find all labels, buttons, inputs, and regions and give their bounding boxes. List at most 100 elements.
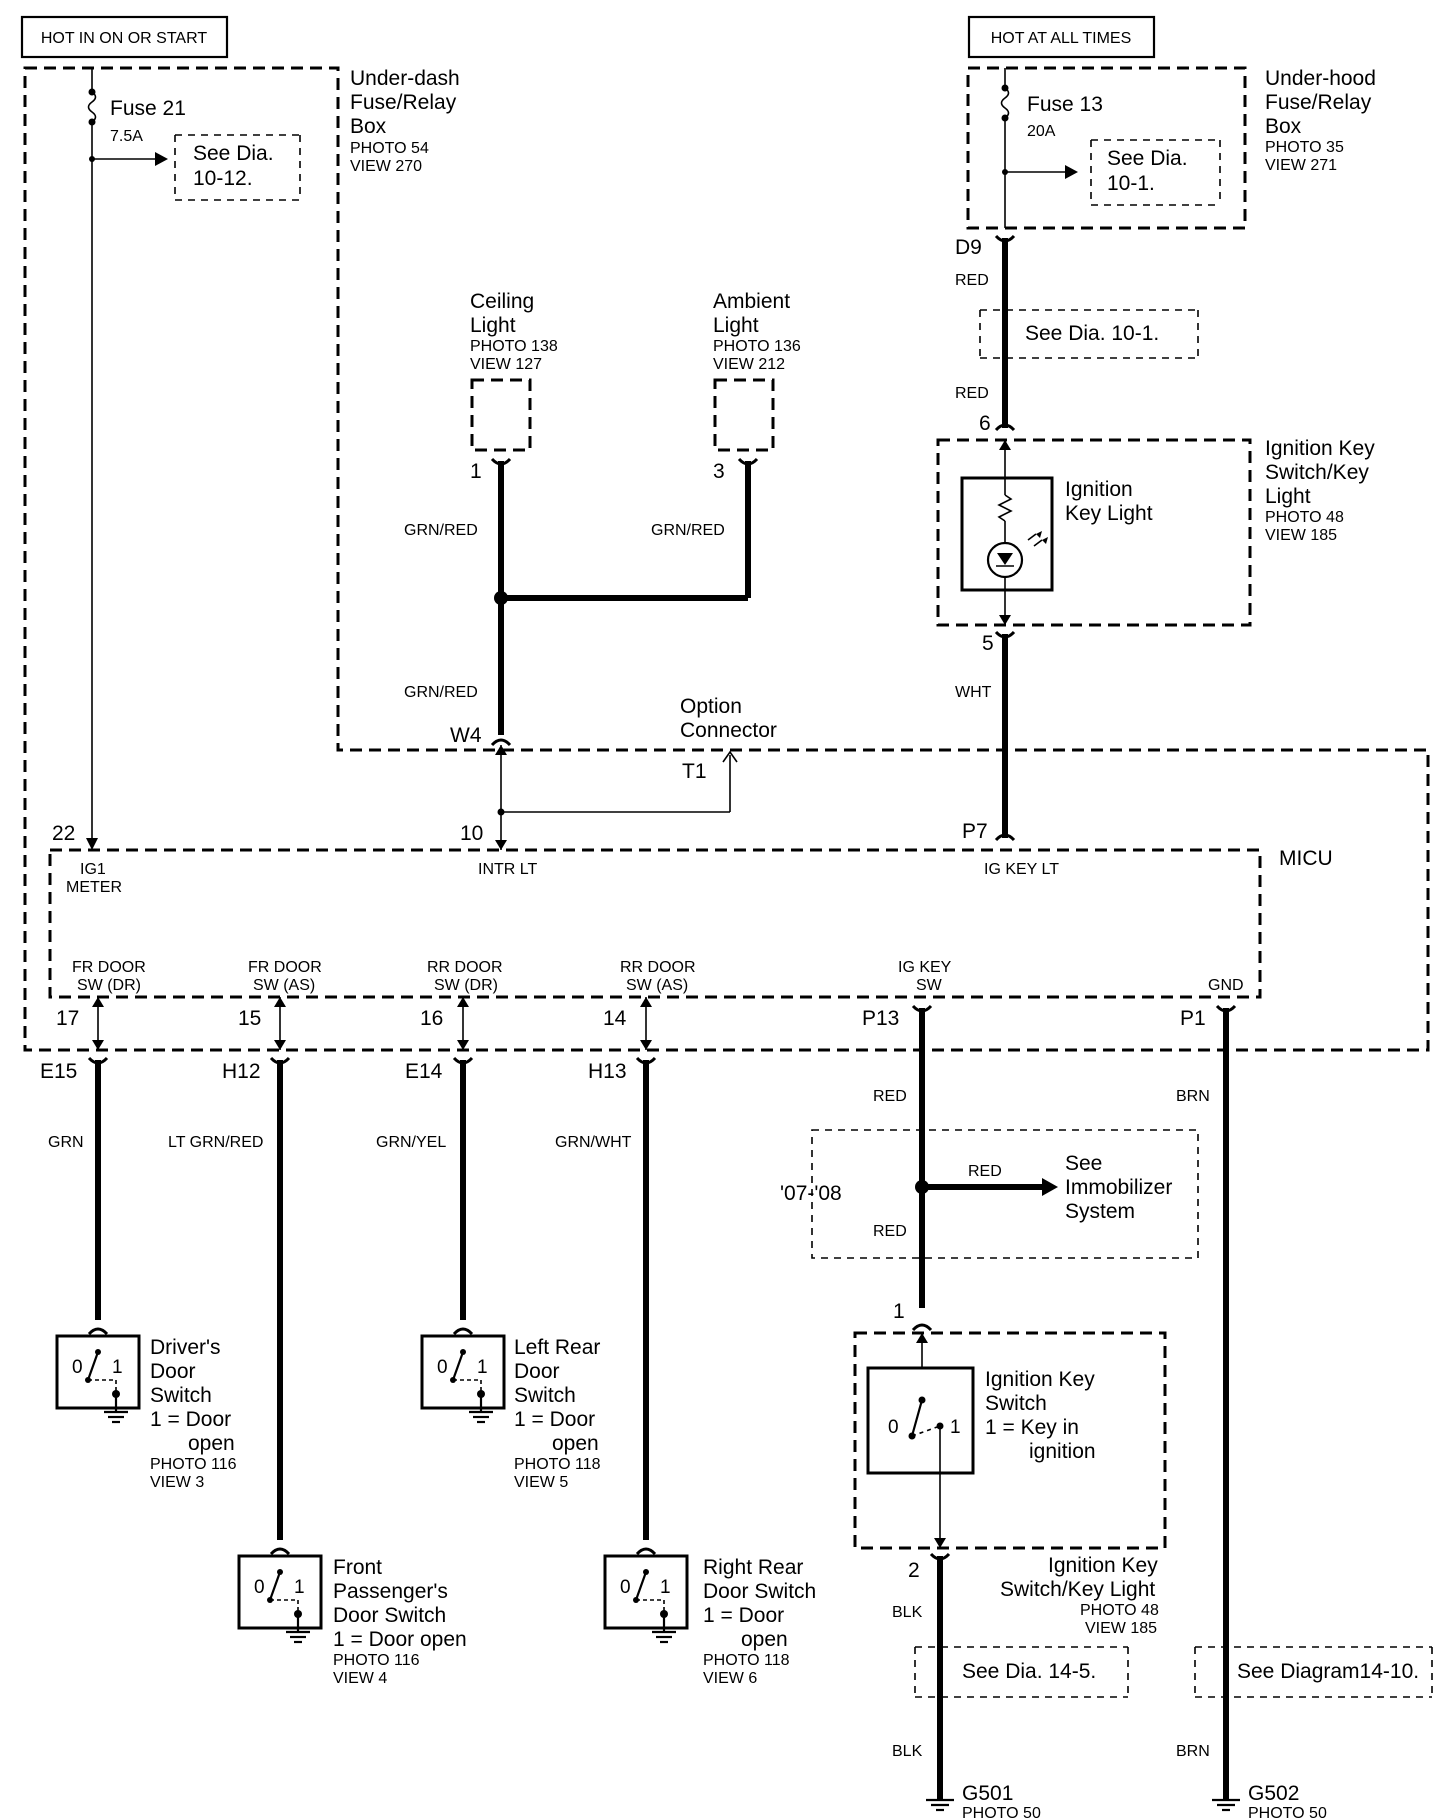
- ceiling-light: Ceiling Light PHOTO 138 VIEW 127 1 GRN/R…: [404, 290, 558, 735]
- svg-text:1 = Door open: 1 = Door open: [333, 1628, 467, 1651]
- svg-text:'07-'08: '07-'08: [780, 1182, 842, 1205]
- svg-text:RR DOOR: RR DOOR: [427, 959, 503, 976]
- svg-text:FR DOOR: FR DOOR: [248, 959, 322, 976]
- svg-text:PHOTO 54: PHOTO 54: [350, 140, 429, 157]
- fuse-13-name: Fuse 13: [1027, 93, 1103, 116]
- underhood-box-label: Under-hood Fuse/Relay Box PHOTO 35 VIEW …: [1265, 67, 1376, 174]
- svg-text:1: 1: [660, 1577, 671, 1598]
- gnd-see-diagram: See Diagram14-10. BRN: [1176, 1646, 1433, 1760]
- underdash-fuse-box-outline: [23, 66, 1430, 1052]
- svg-text:10-1.: 10-1.: [1107, 172, 1155, 195]
- svg-text:10-12.: 10-12.: [193, 167, 253, 190]
- svg-text:22: 22: [52, 822, 75, 845]
- svg-text:Connector: Connector: [680, 719, 777, 742]
- svg-text:Immobilizer: Immobilizer: [1065, 1176, 1172, 1199]
- svg-text:H13: H13: [588, 1060, 627, 1083]
- svg-text:Light: Light: [1265, 485, 1311, 508]
- svg-text:Box: Box: [350, 115, 387, 138]
- svg-text:Ignition Key: Ignition Key: [1265, 437, 1375, 460]
- svg-text:open: open: [552, 1432, 599, 1455]
- svg-text:SW (AS): SW (AS): [626, 977, 688, 994]
- fuse-13-rating: 20A: [1027, 123, 1056, 140]
- svg-text:ignition: ignition: [1029, 1440, 1096, 1463]
- svg-text:INTR LT: INTR LT: [478, 861, 537, 878]
- svg-text:PHOTO 116: PHOTO 116: [150, 1456, 237, 1473]
- svg-text:15: 15: [238, 1007, 261, 1030]
- drivers-door-switch: 0 1 Driver's Door Switch 1 = Door open P…: [55, 1327, 237, 1491]
- svg-text:Under-dash: Under-dash: [350, 67, 460, 90]
- svg-text:0: 0: [254, 1577, 265, 1598]
- svg-text:PHOTO 136: PHOTO 136: [713, 338, 801, 355]
- svg-text:2: 2: [908, 1559, 920, 1582]
- svg-text:PHOTO 118: PHOTO 118: [514, 1456, 601, 1473]
- svg-text:Door: Door: [514, 1360, 560, 1383]
- svg-text:1: 1: [893, 1300, 905, 1323]
- svg-text:P1: P1: [1180, 1007, 1206, 1030]
- svg-text:Under-hood: Under-hood: [1265, 67, 1376, 90]
- svg-text:SW (DR): SW (DR): [434, 977, 498, 994]
- svg-text:See Dia.: See Dia.: [1107, 147, 1188, 170]
- svg-text:HOT IN ON OR START: HOT IN ON OR START: [41, 30, 207, 47]
- svg-text:Ignition Key: Ignition Key: [985, 1368, 1095, 1391]
- svg-text:Switch: Switch: [150, 1384, 212, 1407]
- svg-text:Ceiling: Ceiling: [470, 290, 534, 313]
- svg-text:VIEW 212: VIEW 212: [713, 356, 785, 373]
- svg-text:GRN/YEL: GRN/YEL: [376, 1134, 446, 1151]
- svg-text:RED: RED: [968, 1163, 1002, 1180]
- svg-text:IG KEY LT: IG KEY LT: [984, 861, 1059, 878]
- svg-text:Ignition: Ignition: [1065, 478, 1133, 501]
- underhood-fuse-box-outline: [966, 66, 1247, 230]
- svg-text:BRN: BRN: [1176, 1088, 1210, 1105]
- svg-text:P7: P7: [962, 820, 988, 843]
- svg-text:BLK: BLK: [892, 1743, 923, 1760]
- svg-text:open: open: [188, 1432, 235, 1455]
- svg-text:Door Switch: Door Switch: [333, 1604, 446, 1627]
- svg-text:5: 5: [982, 632, 994, 655]
- fuse-21: Fuse 21 7.5A: [86, 68, 186, 850]
- see-dia-10-1-wire: See Dia. 10-1.: [979, 309, 1199, 359]
- micu-top-pins: 22 IG1 METER 10 INTR LT IG KEY LT: [52, 822, 1059, 896]
- svg-text:Driver's: Driver's: [150, 1336, 221, 1359]
- svg-text:PHOTO 50: PHOTO 50: [1248, 1805, 1327, 1820]
- svg-text:IG1: IG1: [80, 861, 106, 878]
- svg-text:Switch: Switch: [514, 1384, 576, 1407]
- svg-text:1 = Door: 1 = Door: [514, 1408, 595, 1431]
- svg-text:LT GRN/RED: LT GRN/RED: [168, 1134, 263, 1151]
- svg-text:SW: SW: [916, 977, 943, 994]
- svg-text:open: open: [741, 1628, 788, 1651]
- svg-text:G502: G502: [1248, 1782, 1299, 1805]
- svg-text:PHOTO 116: PHOTO 116: [333, 1652, 420, 1669]
- svg-text:RED: RED: [955, 385, 989, 402]
- svg-text:0: 0: [72, 1357, 83, 1378]
- svg-text:RR DOOR: RR DOOR: [620, 959, 696, 976]
- ground-g501: G501 PHOTO 50: [926, 1782, 1041, 1820]
- svg-text:RED: RED: [873, 1223, 907, 1240]
- svg-text:GRN/RED: GRN/RED: [651, 522, 725, 539]
- svg-text:Box: Box: [1265, 115, 1302, 138]
- svg-text:PHOTO 50: PHOTO 50: [962, 1805, 1041, 1820]
- svg-text:GND: GND: [1208, 977, 1244, 994]
- svg-text:SW (AS): SW (AS): [253, 977, 315, 994]
- svg-text:BRN: BRN: [1176, 1743, 1210, 1760]
- svg-text:Right Rear: Right Rear: [703, 1556, 803, 1579]
- svg-text:VIEW 185: VIEW 185: [1085, 1620, 1157, 1637]
- svg-text:PHOTO 48: PHOTO 48: [1080, 1602, 1159, 1619]
- ground-g502: G502 PHOTO 50: [1212, 1782, 1327, 1820]
- svg-text:P13: P13: [862, 1007, 899, 1030]
- svg-text:HOT AT ALL TIMES: HOT AT ALL TIMES: [991, 30, 1132, 47]
- svg-text:VIEW 6: VIEW 6: [703, 1670, 757, 1687]
- svg-text:See Dia. 10-1.: See Dia. 10-1.: [1025, 322, 1159, 345]
- svg-text:1: 1: [112, 1357, 123, 1378]
- junction-wire-label: GRN/RED: [404, 684, 478, 701]
- key-light-circuit: D9 RED See Dia. 10-1. RED 6 Ignition Key…: [936, 234, 1375, 843]
- svg-text:1 = Key in: 1 = Key in: [985, 1416, 1079, 1439]
- svg-text:PHOTO 48: PHOTO 48: [1265, 509, 1344, 526]
- svg-text:See Dia. 14-5.: See Dia. 14-5.: [962, 1660, 1096, 1683]
- svg-text:IG KEY: IG KEY: [898, 959, 952, 976]
- right-rear-door-switch: 0 1 Right Rear Door Switch 1 = Door open…: [603, 1547, 816, 1687]
- svg-text:WHT: WHT: [955, 684, 992, 701]
- svg-text:See: See: [1065, 1152, 1102, 1175]
- svg-text:Light: Light: [470, 314, 516, 337]
- svg-text:PHOTO 35: PHOTO 35: [1265, 139, 1344, 156]
